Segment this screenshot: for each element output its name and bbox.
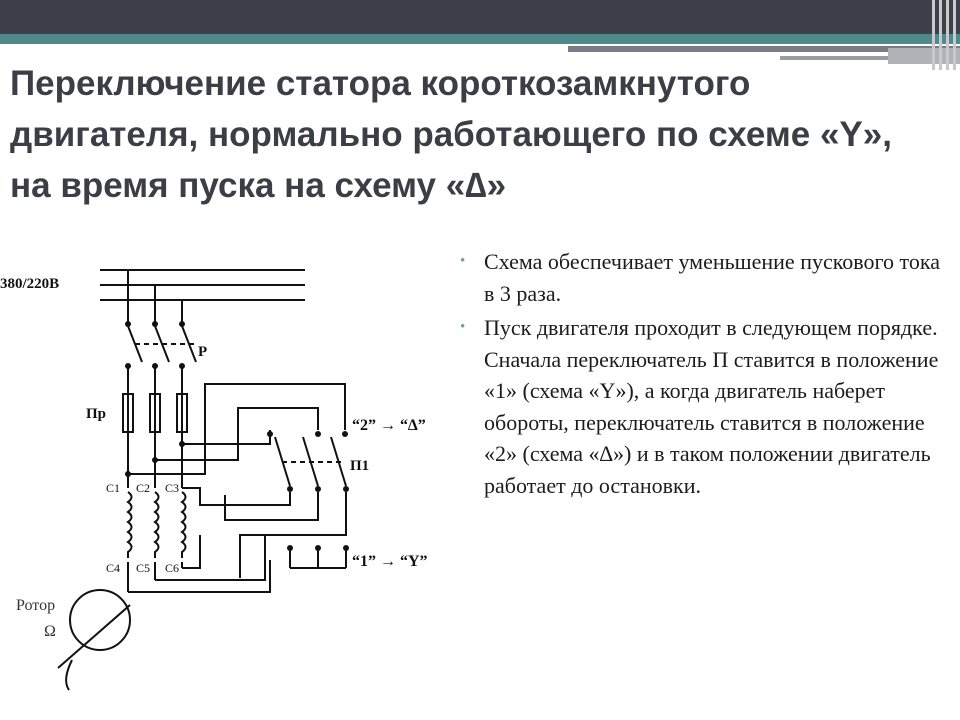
terminal-label: С5	[136, 561, 150, 575]
header-accent-band	[0, 34, 960, 44]
position-2-label: “2” → “∆”	[352, 417, 426, 434]
header-accent-block	[888, 48, 960, 64]
switch-label: Р	[198, 344, 207, 360]
terminal-label: С1	[106, 481, 120, 495]
fuse-label: Пр	[86, 406, 106, 422]
terminal-label: С4	[106, 561, 120, 575]
header-bar	[0, 0, 960, 34]
bullet-icon: •	[460, 253, 466, 269]
position-1-label: “1” → “Y”	[352, 553, 428, 570]
terminal-label: С6	[165, 561, 179, 575]
supply-voltage-label: 380/220В	[0, 276, 59, 292]
terminal-label: С3	[165, 481, 179, 495]
slide-title: Переключение статора короткозамкнутого д…	[10, 64, 892, 205]
circuit-diagram: 380/220В Р Пр П1 “2” → “∆” “1” → “Y” С1 …	[0, 269, 428, 691]
rotor-symbol: Ω	[44, 623, 56, 640]
header-stripes	[930, 0, 960, 70]
terminal-label: С2	[136, 481, 150, 495]
bullet-text: Пуск двигателя проходит в следующем поря…	[484, 315, 939, 498]
header-accent-line-thin	[780, 56, 950, 60]
bullet-text: Схема обеспечивает уменьшение пускового …	[484, 249, 940, 306]
bullet-item: • Пуск двигателя проходит в следующем пор…	[458, 312, 953, 501]
rotor-label: Ротор	[16, 597, 55, 614]
changeover-switch-label: П1	[350, 458, 369, 474]
bullet-icon: •	[460, 319, 466, 335]
bullet-item: • Схема обеспечивает уменьшение пускового…	[458, 246, 953, 309]
header-accent-line	[568, 46, 960, 52]
bullet-list: • Схема обеспечивает уменьшение пускового…	[458, 246, 953, 504]
